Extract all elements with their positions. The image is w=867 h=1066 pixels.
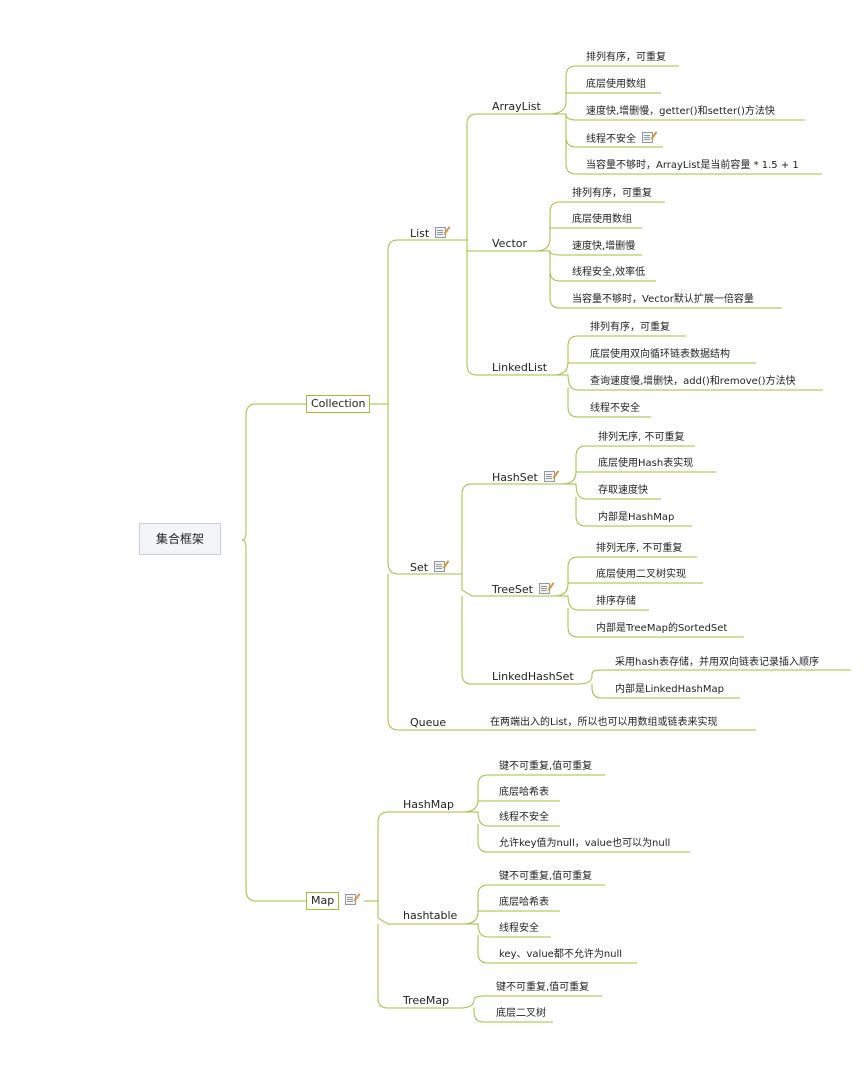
hashset-leaf-hash[interactable]: 底层使用Hash表实现 <box>598 458 694 469</box>
collection-node[interactable]: Collection <box>306 395 371 413</box>
hashset-leaf-speed[interactable]: 存取速度快 <box>598 485 648 496</box>
vector-leaf-ordered[interactable]: 排列有序，可重复 <box>572 188 652 199</box>
queue-leaf-desc[interactable]: 在两端出入的List，所以也可以用数组或链表来实现 <box>490 717 718 728</box>
arraylist-node[interactable]: ArrayList <box>492 100 541 113</box>
treemap-leaf-keys[interactable]: 键不可重复,值可重复 <box>496 982 590 993</box>
treeset-leaf-unordered[interactable]: 排列无序, 不可重复 <box>596 543 683 554</box>
hashtable-leaf-keys[interactable]: 键不可重复,值可重复 <box>499 871 593 882</box>
hashmap-node[interactable]: HashMap <box>403 798 454 811</box>
hashtable-leaf-null[interactable]: key、value都不允许为null <box>499 949 623 960</box>
memo-icon[interactable] <box>434 561 446 572</box>
vector-leaf-speed[interactable]: 速度快,增删慢 <box>572 241 636 252</box>
hashtable-leaf-hash[interactable]: 底层哈希表 <box>499 897 549 908</box>
treemap-leaf-tree[interactable]: 底层二叉树 <box>496 1008 546 1019</box>
hashtable-leaf-thread[interactable]: 线程安全 <box>499 923 539 934</box>
vector-leaf-array[interactable]: 底层使用数组 <box>572 214 632 225</box>
memo-icon[interactable] <box>435 227 447 238</box>
arraylist-leaf-array[interactable]: 底层使用数组 <box>586 79 646 90</box>
set-label: Set <box>410 561 429 574</box>
memo-icon[interactable] <box>345 894 357 905</box>
linkedlist-leaf-ordered[interactable]: 排列有序，可重复 <box>590 322 670 333</box>
linkedlist-leaf-thread[interactable]: 线程不安全 <box>590 403 640 414</box>
linkedlist-node[interactable]: LinkedList <box>492 361 548 374</box>
linkedlist-leaf-structure[interactable]: 底层使用双向循环链表数据结构 <box>590 349 730 360</box>
hashset-node[interactable]: HashSet <box>492 471 555 485</box>
map-node[interactable]: Map <box>306 892 357 910</box>
memo-icon[interactable] <box>538 583 550 594</box>
memo-icon[interactable] <box>543 471 555 482</box>
vector-leaf-capacity[interactable]: 当容量不够时，Vector默认扩展一倍容量 <box>572 294 754 305</box>
memo-icon[interactable] <box>642 132 653 143</box>
hashmap-leaf-keys[interactable]: 键不可重复,值可重复 <box>499 761 593 772</box>
hashset-leaf-internal[interactable]: 内部是HashMap <box>598 512 675 523</box>
arraylist-leaf-ordered[interactable]: 排列有序，可重复 <box>586 52 666 63</box>
list-label: List <box>410 227 430 240</box>
hashset-leaf-unordered[interactable]: 排列无序, 不可重复 <box>598 432 685 443</box>
set-node[interactable]: Set <box>410 561 446 575</box>
treeset-leaf-sorted[interactable]: 排序存储 <box>596 596 636 607</box>
linkedhashset-leaf-internal[interactable]: 内部是LinkedHashMap <box>615 684 724 695</box>
root-node[interactable]: 集合框架 <box>139 523 222 555</box>
linkedhashset-node[interactable]: LinkedHashSet <box>492 670 574 683</box>
linkedlist-leaf-speed[interactable]: 查询速度慢,增删快，add()和remove()方法快 <box>590 376 796 387</box>
hashset-label: HashSet <box>492 471 538 484</box>
treeset-leaf-tree[interactable]: 底层使用二叉树实现 <box>596 569 686 580</box>
treeset-leaf-internal[interactable]: 内部是TreeMap的SortedSet <box>596 623 728 634</box>
hashmap-leaf-null[interactable]: 允许key值为null，value也可以为null <box>499 838 671 849</box>
hashmap-leaf-hash[interactable]: 底层哈希表 <box>499 787 549 798</box>
treeset-node[interactable]: TreeSet <box>492 583 550 597</box>
arraylist-leaf-speed[interactable]: 速度快,增删慢，getter()和setter()方法快 <box>586 106 775 117</box>
hashtable-node[interactable]: hashtable <box>403 909 458 922</box>
hashmap-leaf-thread[interactable]: 线程不安全 <box>499 812 549 823</box>
arraylist-leaf-capacity[interactable]: 当容量不够时，ArrayList是当前容量 * 1.5 + 1 <box>586 160 799 171</box>
arraylist-leaf-thread-text: 线程不安全 <box>586 134 636 145</box>
vector-leaf-thread[interactable]: 线程安全,效率低 <box>572 267 646 278</box>
treeset-label: TreeSet <box>492 583 533 596</box>
list-node[interactable]: List <box>410 227 447 241</box>
treemap-node[interactable]: TreeMap <box>403 994 450 1007</box>
map-label: Map <box>306 892 340 910</box>
linkedhashset-leaf-storage[interactable]: 采用hash表存储，并用双向链表记录插入顺序 <box>615 657 820 668</box>
queue-node[interactable]: Queue <box>410 716 447 729</box>
arraylist-leaf-thread[interactable]: 线程不安全 <box>586 132 653 147</box>
vector-node[interactable]: Vector <box>492 237 528 250</box>
